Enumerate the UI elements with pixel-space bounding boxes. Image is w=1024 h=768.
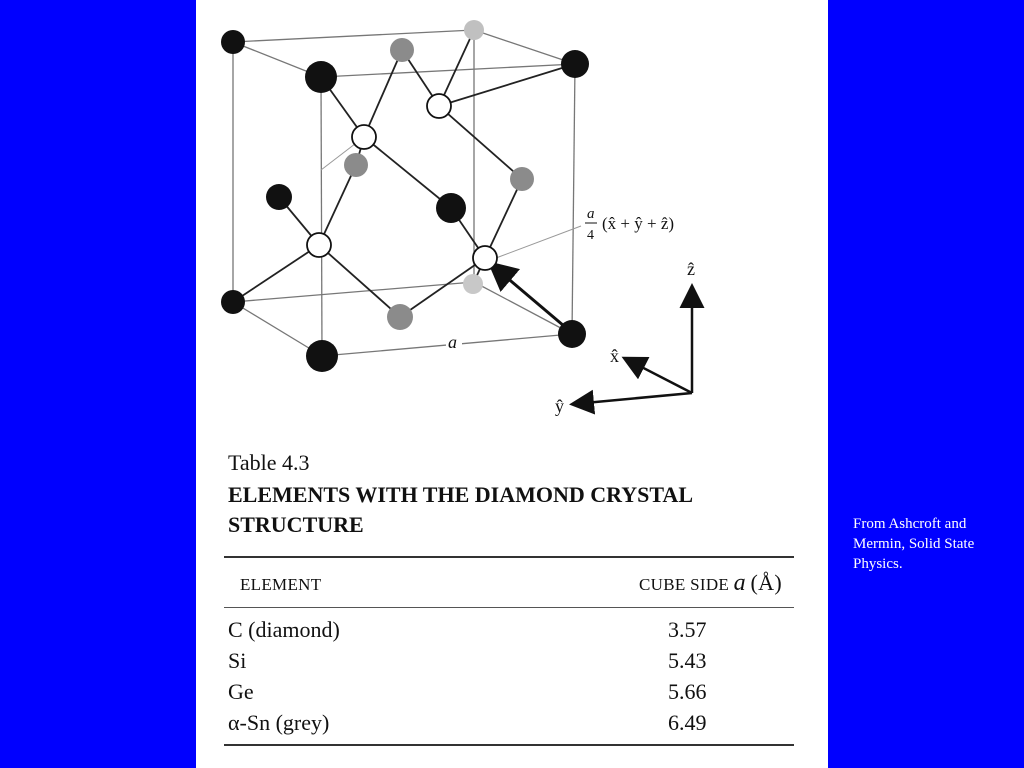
- atom-grey: [510, 167, 534, 191]
- atom-open: [351, 124, 377, 150]
- table-bottom-rule: [224, 744, 794, 746]
- element-name: C (diamond): [228, 617, 340, 642]
- atom-black: [558, 320, 586, 348]
- table-header-rule: [224, 607, 794, 608]
- cube-side-symbol: a: [733, 570, 746, 596]
- atom-grey: [387, 304, 413, 330]
- axis-z-label: ẑ: [687, 259, 695, 279]
- bonds: [232, 29, 576, 318]
- edge-label: a: [448, 332, 457, 352]
- atom-open: [426, 93, 452, 119]
- coordinate-axes: [569, 283, 705, 415]
- table-title: ELEMENTS WITH THE DIAMOND CRYSTAL STRUCT…: [228, 482, 692, 537]
- cube-side-label: CUBE SIDE: [639, 575, 730, 594]
- cube-side-unit: (Å): [750, 570, 782, 595]
- table-rows: C (diamond) 3.57 Si 5.43 Ge 5.66 α-Sn (g…: [224, 608, 794, 744]
- annotation-denominator: 4: [587, 228, 594, 243]
- table-row: Si 5.43: [224, 645, 794, 676]
- atom-open: [306, 232, 332, 258]
- element-name: Si: [228, 648, 247, 673]
- table-row: Ge 5.66: [224, 676, 794, 707]
- atom-black: [436, 193, 466, 223]
- annotation-numerator: a: [587, 206, 595, 222]
- atom-black: [221, 30, 245, 54]
- elements-table: Table 4.3 ELEMENTS WITH THE DIAMOND CRYS…: [224, 450, 794, 746]
- axis-y-label: ŷ: [555, 396, 564, 416]
- atom-black: [561, 50, 589, 78]
- table-row: α-Sn (grey) 6.49: [224, 707, 794, 738]
- table-row: C (diamond) 3.57: [224, 614, 794, 645]
- annotation-vector: (x̂ + ŷ + ẑ): [602, 214, 674, 233]
- book-page: a a 4 (x̂ + ŷ + ẑ) ẑ x̂ ŷ Table 4.3 ELEM…: [196, 0, 828, 768]
- atom-black: [221, 290, 245, 314]
- atom-light: [463, 274, 483, 294]
- atoms: [221, 20, 589, 372]
- atom-black: [266, 184, 292, 210]
- table-header: ELEMENT CUBE SIDE a (Å): [224, 558, 794, 607]
- atom-grey: [390, 38, 414, 62]
- atom-grey: [344, 153, 368, 177]
- atom-open: [472, 245, 498, 271]
- cube-side-value: 3.57: [668, 617, 707, 642]
- element-name: α-Sn (grey): [228, 710, 330, 735]
- atom-light: [464, 20, 484, 40]
- atom-black: [305, 61, 337, 93]
- table-top-rule: [224, 556, 794, 558]
- atom-black: [306, 340, 338, 372]
- source-credit: From Ashcroft and Mermin, Solid State Ph…: [853, 516, 975, 572]
- column-header-cube-side: CUBE SIDE a (Å): [639, 570, 782, 597]
- cube-side-value: 6.49: [668, 710, 707, 735]
- column-header-element: ELEMENT: [240, 575, 322, 594]
- basis-vector-arrow: [487, 261, 565, 328]
- element-name: Ge: [228, 679, 254, 704]
- cube-side-value: 5.66: [668, 679, 707, 704]
- table-caption: Table 4.3: [228, 450, 310, 475]
- cube-side-value: 5.43: [668, 648, 707, 673]
- axis-x-label: x̂: [610, 346, 619, 366]
- basis-annotation: a 4 (x̂ + ŷ + ẑ): [585, 206, 674, 243]
- diamond-structure-figure: a a 4 (x̂ + ŷ + ẑ) ẑ x̂ ŷ: [221, 20, 705, 416]
